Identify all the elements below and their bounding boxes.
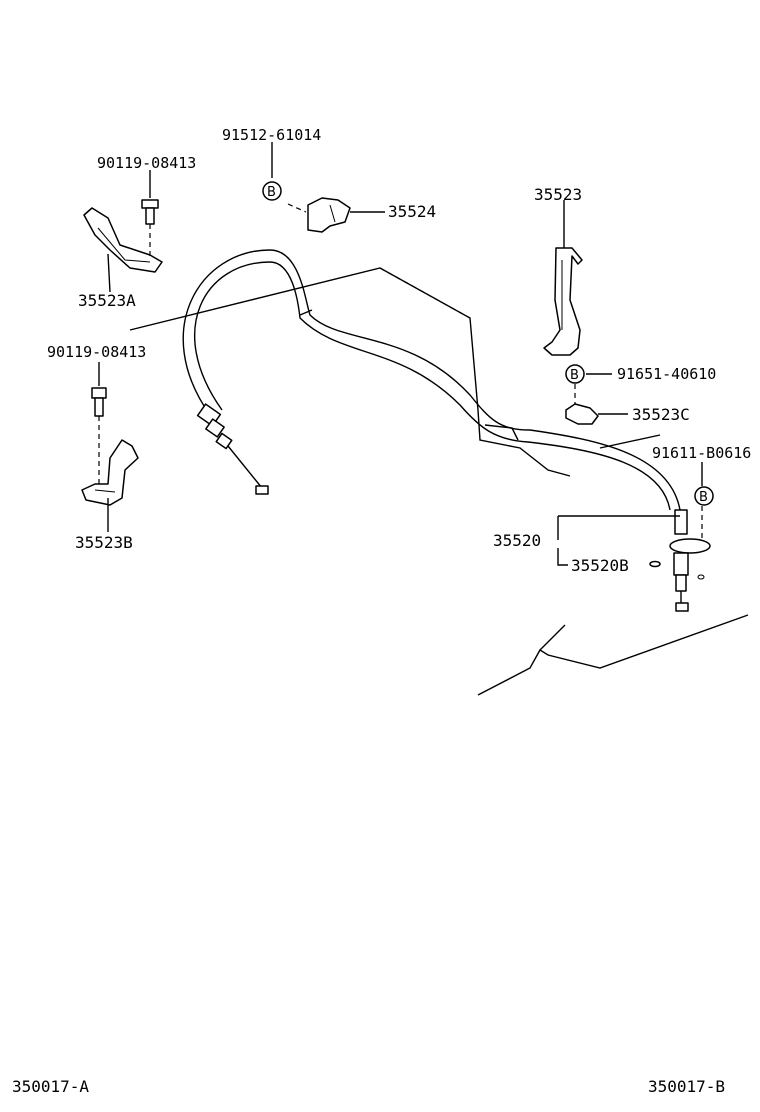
label-35523C: 35523C [632, 405, 690, 424]
label-91651-40610: 91651-40610 [617, 365, 716, 383]
label-35523B: 35523B [75, 533, 133, 552]
label-35524: 35524 [388, 202, 436, 221]
clip-35523C [565, 384, 628, 425]
b-symbol-text: B [699, 490, 708, 505]
body-outline [129, 267, 749, 696]
label-90119-08413-top: 90119-08413 [97, 154, 196, 172]
bolt-symbol-1: B [262, 181, 282, 201]
footer-code-right: 350017-B [648, 1077, 725, 1096]
label-35520: 35520 [493, 531, 541, 550]
footer-code-left: 350017-A [12, 1077, 89, 1096]
leader-lines [107, 142, 703, 568]
label-91512-61014: 91512-61014 [222, 126, 321, 144]
label-90119-08413-lower: 90119-08413 [47, 343, 146, 361]
label-35523: 35523 [534, 185, 582, 204]
bolt-90119-lower [91, 362, 107, 486]
label-35523A: 35523A [78, 291, 136, 310]
clip-35524 [287, 197, 385, 233]
b-symbol-text: B [267, 185, 276, 200]
bracket-35523B [81, 439, 139, 506]
bracket-35523 [543, 200, 583, 356]
bolt-symbol-2: B [565, 364, 585, 384]
accelerator-cable [182, 249, 711, 612]
bolt-90119-top [141, 170, 159, 256]
label-35520B: 35520B [571, 556, 629, 575]
label-91611-B0616: 91611-B0616 [652, 444, 751, 462]
b-symbol-text: B [570, 368, 579, 383]
bracket-35523A [83, 207, 163, 273]
bolt-symbol-3: B [694, 486, 714, 506]
